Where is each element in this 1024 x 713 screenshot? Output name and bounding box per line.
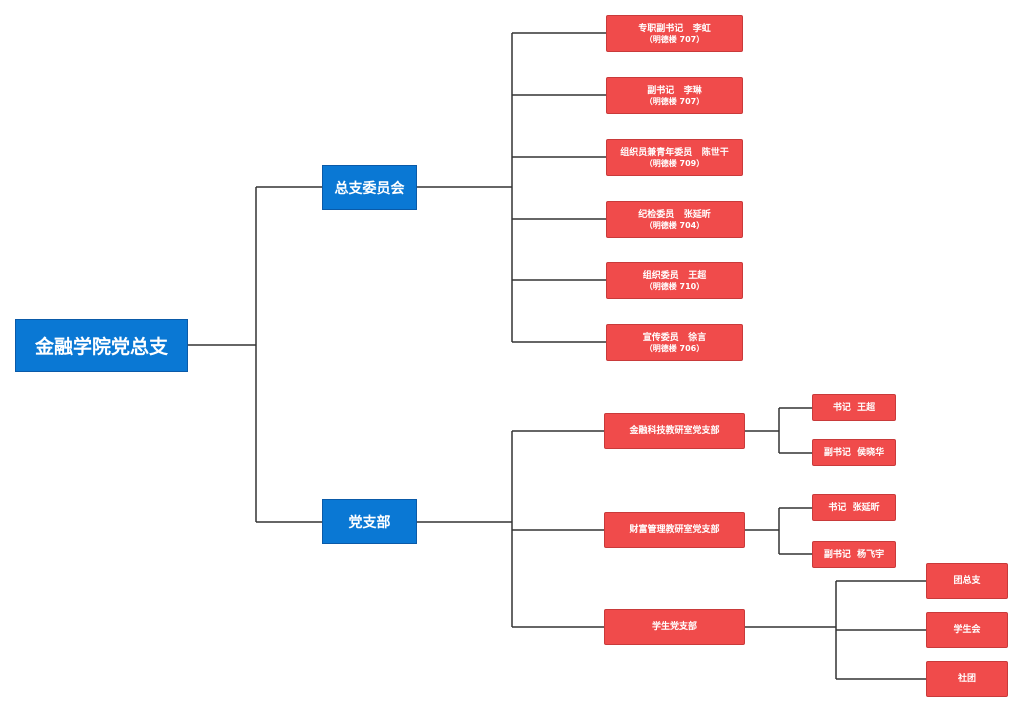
member-line: 宣传委员 徐言	[643, 332, 706, 344]
member-office: （明德楼 704）	[644, 220, 705, 230]
secretary-title: 书记	[832, 402, 851, 413]
member-office: （明德楼 709）	[644, 158, 705, 168]
deputy-secretary-name: 杨飞宇	[857, 549, 885, 560]
connector-student	[745, 580, 926, 680]
secretary-line: 书记 王超	[833, 402, 875, 414]
secretary-line: 书记 张延昕	[828, 502, 879, 514]
branch-node-fintech[interactable]: 金融科技教研室党支部	[604, 413, 745, 449]
secretary-node[interactable]: 书记 王超	[812, 394, 896, 421]
clubs-label: 社团	[957, 674, 976, 684]
member-office: （明德楼 707）	[644, 34, 705, 44]
member-name: 李虹	[692, 23, 711, 34]
member-node[interactable]: 副书记 李琳 （明德楼 707）	[606, 77, 743, 114]
branch-node-student[interactable]: 学生党支部	[604, 609, 745, 645]
party-branch-label: 党支部	[348, 514, 391, 531]
member-node[interactable]: 专职副书记 李虹 （明德楼 707）	[606, 15, 743, 52]
member-title: 副书记	[647, 85, 675, 96]
member-title: 专职副书记	[638, 23, 684, 34]
member-node[interactable]: 组织委员 王超 （明德楼 710）	[606, 262, 743, 299]
member-line: 专职副书记 李虹	[638, 23, 710, 35]
member-title: 宣传委员	[642, 332, 679, 343]
member-name: 徐言	[688, 332, 707, 343]
league-branch-node[interactable]: 团总支	[926, 563, 1008, 599]
member-office: （明德楼 710）	[644, 281, 705, 291]
member-office: （明德楼 707）	[644, 96, 705, 106]
connector-wealth	[745, 507, 812, 555]
connector-root	[188, 186, 322, 523]
student-union-label: 学生会	[953, 625, 981, 635]
deputy-secretary-line: 副书记 杨飞宇	[824, 549, 884, 561]
root-label: 金融学院党总支	[34, 336, 168, 358]
member-title: 组织委员	[642, 270, 679, 281]
branch-label: 财富管理教研室党支部	[629, 525, 720, 535]
member-node[interactable]: 宣传委员 徐言 （明德楼 706）	[606, 324, 743, 361]
branch-label: 学生党支部	[651, 622, 697, 632]
member-line: 组织员兼青年委员 陈世干	[620, 147, 728, 159]
secretary-node[interactable]: 书记 张延昕	[812, 494, 896, 521]
deputy-secretary-line: 副书记 侯晓华	[824, 447, 884, 459]
member-node[interactable]: 组织员兼青年委员 陈世干 （明德楼 709）	[606, 139, 743, 176]
party-branch-node[interactable]: 党支部	[322, 499, 417, 544]
member-line: 纪检委员 张延昕	[638, 209, 710, 221]
connector-fintech	[745, 407, 812, 454]
clubs-node[interactable]: 社团	[926, 661, 1008, 697]
committee-node[interactable]: 总支委员会	[322, 165, 417, 210]
member-name: 李琳	[683, 85, 702, 96]
secretary-title: 书记	[828, 502, 847, 513]
member-title: 纪检委员	[638, 209, 675, 220]
league-branch-label: 团总支	[953, 576, 981, 586]
branch-node-wealth[interactable]: 财富管理教研室党支部	[604, 512, 745, 548]
member-name: 王超	[688, 270, 707, 281]
secretary-name: 王超	[857, 402, 876, 413]
deputy-secretary-title: 副书记	[823, 447, 851, 458]
deputy-secretary-node[interactable]: 副书记 杨飞宇	[812, 541, 896, 568]
connector-branches	[417, 430, 604, 628]
root-node[interactable]: 金融学院党总支	[15, 319, 188, 372]
branch-label: 金融科技教研室党支部	[629, 426, 720, 436]
deputy-secretary-node[interactable]: 副书记 侯晓华	[812, 439, 896, 466]
member-office: （明德楼 706）	[644, 343, 705, 353]
connector-committee	[417, 32, 606, 343]
deputy-secretary-name: 侯晓华	[857, 447, 885, 458]
committee-label: 总支委员会	[334, 180, 405, 197]
member-name: 陈世干	[701, 147, 729, 158]
deputy-secretary-title: 副书记	[823, 549, 851, 560]
member-line: 副书记 李琳	[647, 85, 701, 97]
secretary-name: 张延昕	[852, 502, 880, 513]
member-line: 组织委员 王超	[643, 270, 706, 282]
member-node[interactable]: 纪检委员 张延昕 （明德楼 704）	[606, 201, 743, 238]
member-name: 张延昕	[683, 209, 711, 220]
student-union-node[interactable]: 学生会	[926, 612, 1008, 648]
member-title: 组织员兼青年委员	[620, 147, 693, 158]
